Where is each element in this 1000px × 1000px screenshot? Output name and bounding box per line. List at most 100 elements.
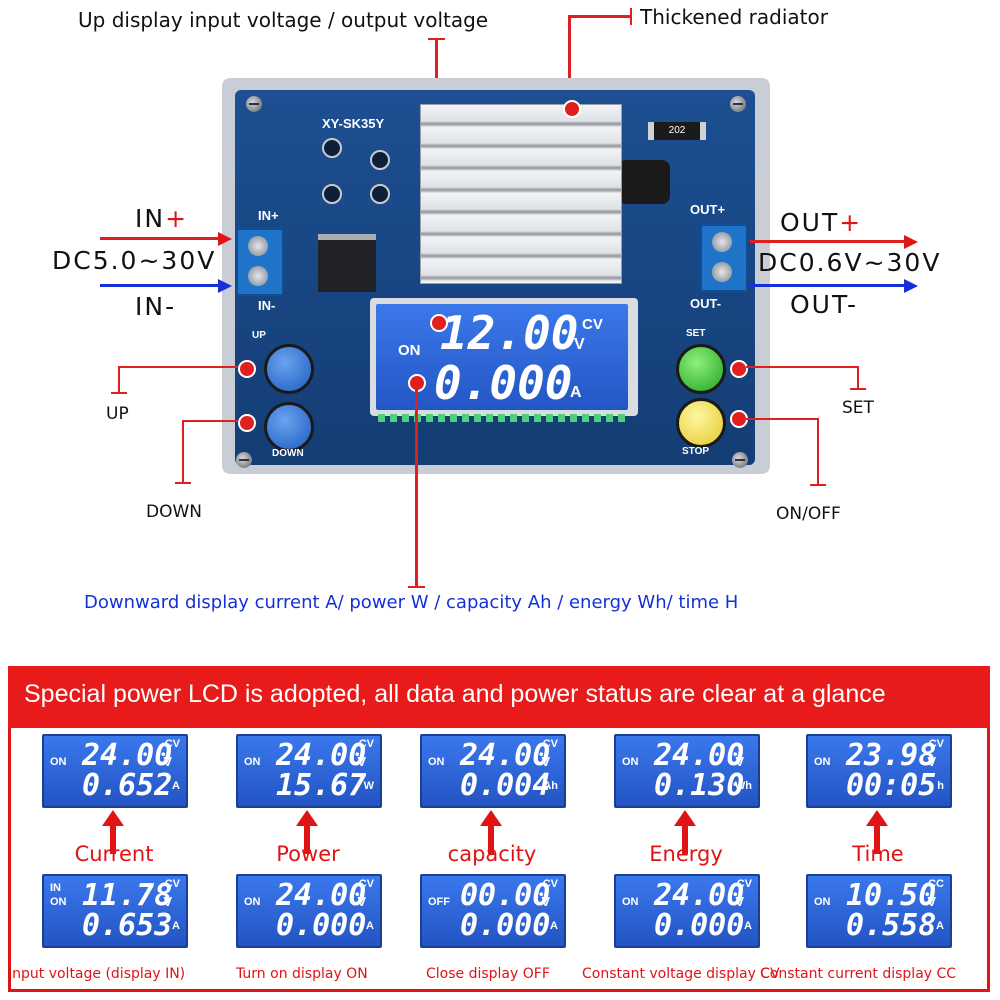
terminal-screw-icon bbox=[712, 262, 732, 282]
mini-lcd-volt-unit: V bbox=[927, 754, 936, 769]
out-plus-arrow-line bbox=[750, 240, 906, 243]
radiator-leader-horizontal bbox=[568, 15, 632, 18]
mini-lcd-mode: CV bbox=[928, 738, 944, 750]
mini-lcd-bottom-value: 0.130 bbox=[654, 768, 745, 803]
mini-lcd-status: ON bbox=[814, 896, 831, 908]
mini-lcd-volt-unit: V bbox=[927, 894, 936, 909]
mounting-hole bbox=[322, 138, 342, 158]
in-minus-arrowhead bbox=[218, 279, 232, 293]
mini-lcd-status: ON bbox=[428, 756, 445, 768]
mini-lcd-top-value: 10.50 bbox=[846, 878, 937, 913]
mini-lcd-mode: CV bbox=[542, 878, 558, 890]
mini-lcd-status: OFF bbox=[428, 896, 450, 908]
mini-lcd-volt-unit: V bbox=[357, 894, 366, 909]
down-marker-dot bbox=[238, 414, 256, 432]
radiator-leader-cap bbox=[630, 8, 632, 25]
mini-lcd-status: ON bbox=[50, 756, 67, 768]
board-model-label: XY-SK35Y bbox=[322, 116, 385, 131]
mini-lcd-volt-unit: V bbox=[541, 894, 550, 909]
mini-lcd-top-value: 24.00 bbox=[654, 878, 745, 913]
up-button-label: UP bbox=[252, 330, 266, 341]
mode-caption: Power bbox=[276, 842, 340, 866]
mini-lcd-top-value: 00.00 bbox=[460, 878, 551, 913]
in-plus-callout: IN+ bbox=[135, 204, 189, 233]
main-lcd: ON 12.00 CV V 0.000 A bbox=[376, 304, 628, 410]
mini-lcd-bottom-value: 0.000 bbox=[460, 908, 551, 943]
lcd-bottom-unit: A bbox=[570, 384, 582, 401]
screw-icon bbox=[732, 452, 748, 468]
mode-caption: Time bbox=[852, 842, 904, 866]
screw-icon bbox=[246, 96, 262, 112]
mini-lcd-volt-unit: V bbox=[735, 894, 744, 909]
bottom-display-leader-cap bbox=[408, 586, 425, 588]
up-leader-horizontal bbox=[118, 366, 238, 368]
mini-lcd-top-value: 24.00 bbox=[82, 738, 173, 773]
set-button[interactable] bbox=[676, 344, 726, 394]
caption-arrow-head bbox=[102, 810, 124, 826]
mini-lcd-unit: A bbox=[744, 920, 752, 932]
mini-lcd-volt-unit: V bbox=[357, 754, 366, 769]
mini-lcd-unit: A bbox=[366, 920, 374, 932]
caption-arrow-head bbox=[480, 810, 502, 826]
out-plus-arrowhead bbox=[904, 235, 918, 249]
screw-icon bbox=[236, 452, 252, 468]
on-off-button[interactable] bbox=[676, 398, 726, 448]
top-display-leader-cap bbox=[428, 38, 445, 40]
mini-lcd-unit: A bbox=[550, 920, 558, 932]
caption-arrow-stem bbox=[110, 826, 116, 854]
board-in-minus-label: IN- bbox=[258, 298, 276, 313]
out-plus-callout: OUT+ bbox=[780, 208, 863, 237]
caption-arrow-head bbox=[674, 810, 696, 826]
terminal-screw-icon bbox=[248, 266, 268, 286]
mini-lcd-mode: CV bbox=[542, 738, 558, 750]
mini-lcd-unit: A bbox=[936, 920, 944, 932]
mini-lcd-status: ON bbox=[244, 756, 261, 768]
regulator-chip bbox=[318, 234, 376, 292]
up-leader-vertical bbox=[118, 366, 120, 392]
mini-lcd-bottom-value: 0.004 bbox=[460, 768, 551, 803]
panel-banner-text: Special power LCD is adopted, all data a… bbox=[24, 680, 886, 708]
panel-banner bbox=[8, 666, 990, 728]
caption-arrow-head bbox=[296, 810, 318, 826]
input-terminal bbox=[236, 228, 284, 296]
lcd-pins bbox=[378, 414, 626, 422]
on-off-leader-vertical bbox=[817, 418, 819, 484]
radiator-marker-dot bbox=[563, 100, 581, 118]
bottom-display-leader-line bbox=[415, 382, 418, 588]
out-minus-arrow-line bbox=[750, 284, 906, 287]
mini-lcd-bottom-value: 15.67 bbox=[276, 768, 367, 803]
set-leader-horizontal bbox=[746, 366, 858, 368]
mini-lcd-volt-unit: V bbox=[735, 754, 744, 769]
mini-lcd-bottom-value: 0.000 bbox=[276, 908, 367, 943]
mini-lcd-mode: CV bbox=[358, 738, 374, 750]
mini-lcd-mode: CV bbox=[164, 738, 180, 750]
bottom-display-callout: Downward display current A/ power W / ca… bbox=[84, 592, 739, 613]
mode-caption: Turn on display ON bbox=[236, 966, 368, 982]
mini-lcd-status: ON bbox=[50, 896, 67, 908]
set-button-label: SET bbox=[686, 328, 706, 339]
mini-lcd-volt-unit: V bbox=[163, 894, 172, 909]
up-button[interactable] bbox=[264, 344, 314, 394]
mode-caption: Constant current display CC bbox=[760, 966, 957, 982]
mini-lcd-top-value: 24.00 bbox=[654, 738, 745, 773]
terminal-screw-icon bbox=[248, 236, 268, 256]
mode-caption: Energy bbox=[649, 842, 723, 866]
in-minus-callout: IN- bbox=[135, 292, 177, 321]
board-out-minus-label: OUT- bbox=[690, 296, 722, 311]
mini-lcd-unit: A bbox=[172, 780, 180, 792]
mini-lcd-status: ON bbox=[814, 756, 831, 768]
mini-lcd-bottom-value: 0.652 bbox=[82, 768, 173, 803]
mini-lcd-unit: Wh bbox=[734, 780, 752, 792]
mini-lcd-unit: h bbox=[937, 780, 944, 792]
down-button[interactable] bbox=[264, 402, 314, 452]
in-minus-arrow-line bbox=[100, 284, 220, 287]
caption-arrow-head bbox=[866, 810, 888, 826]
mini-lcd-status: ON bbox=[622, 756, 639, 768]
up-marker-dot bbox=[238, 360, 256, 378]
mini-lcd-volt-unit: V bbox=[163, 754, 172, 769]
